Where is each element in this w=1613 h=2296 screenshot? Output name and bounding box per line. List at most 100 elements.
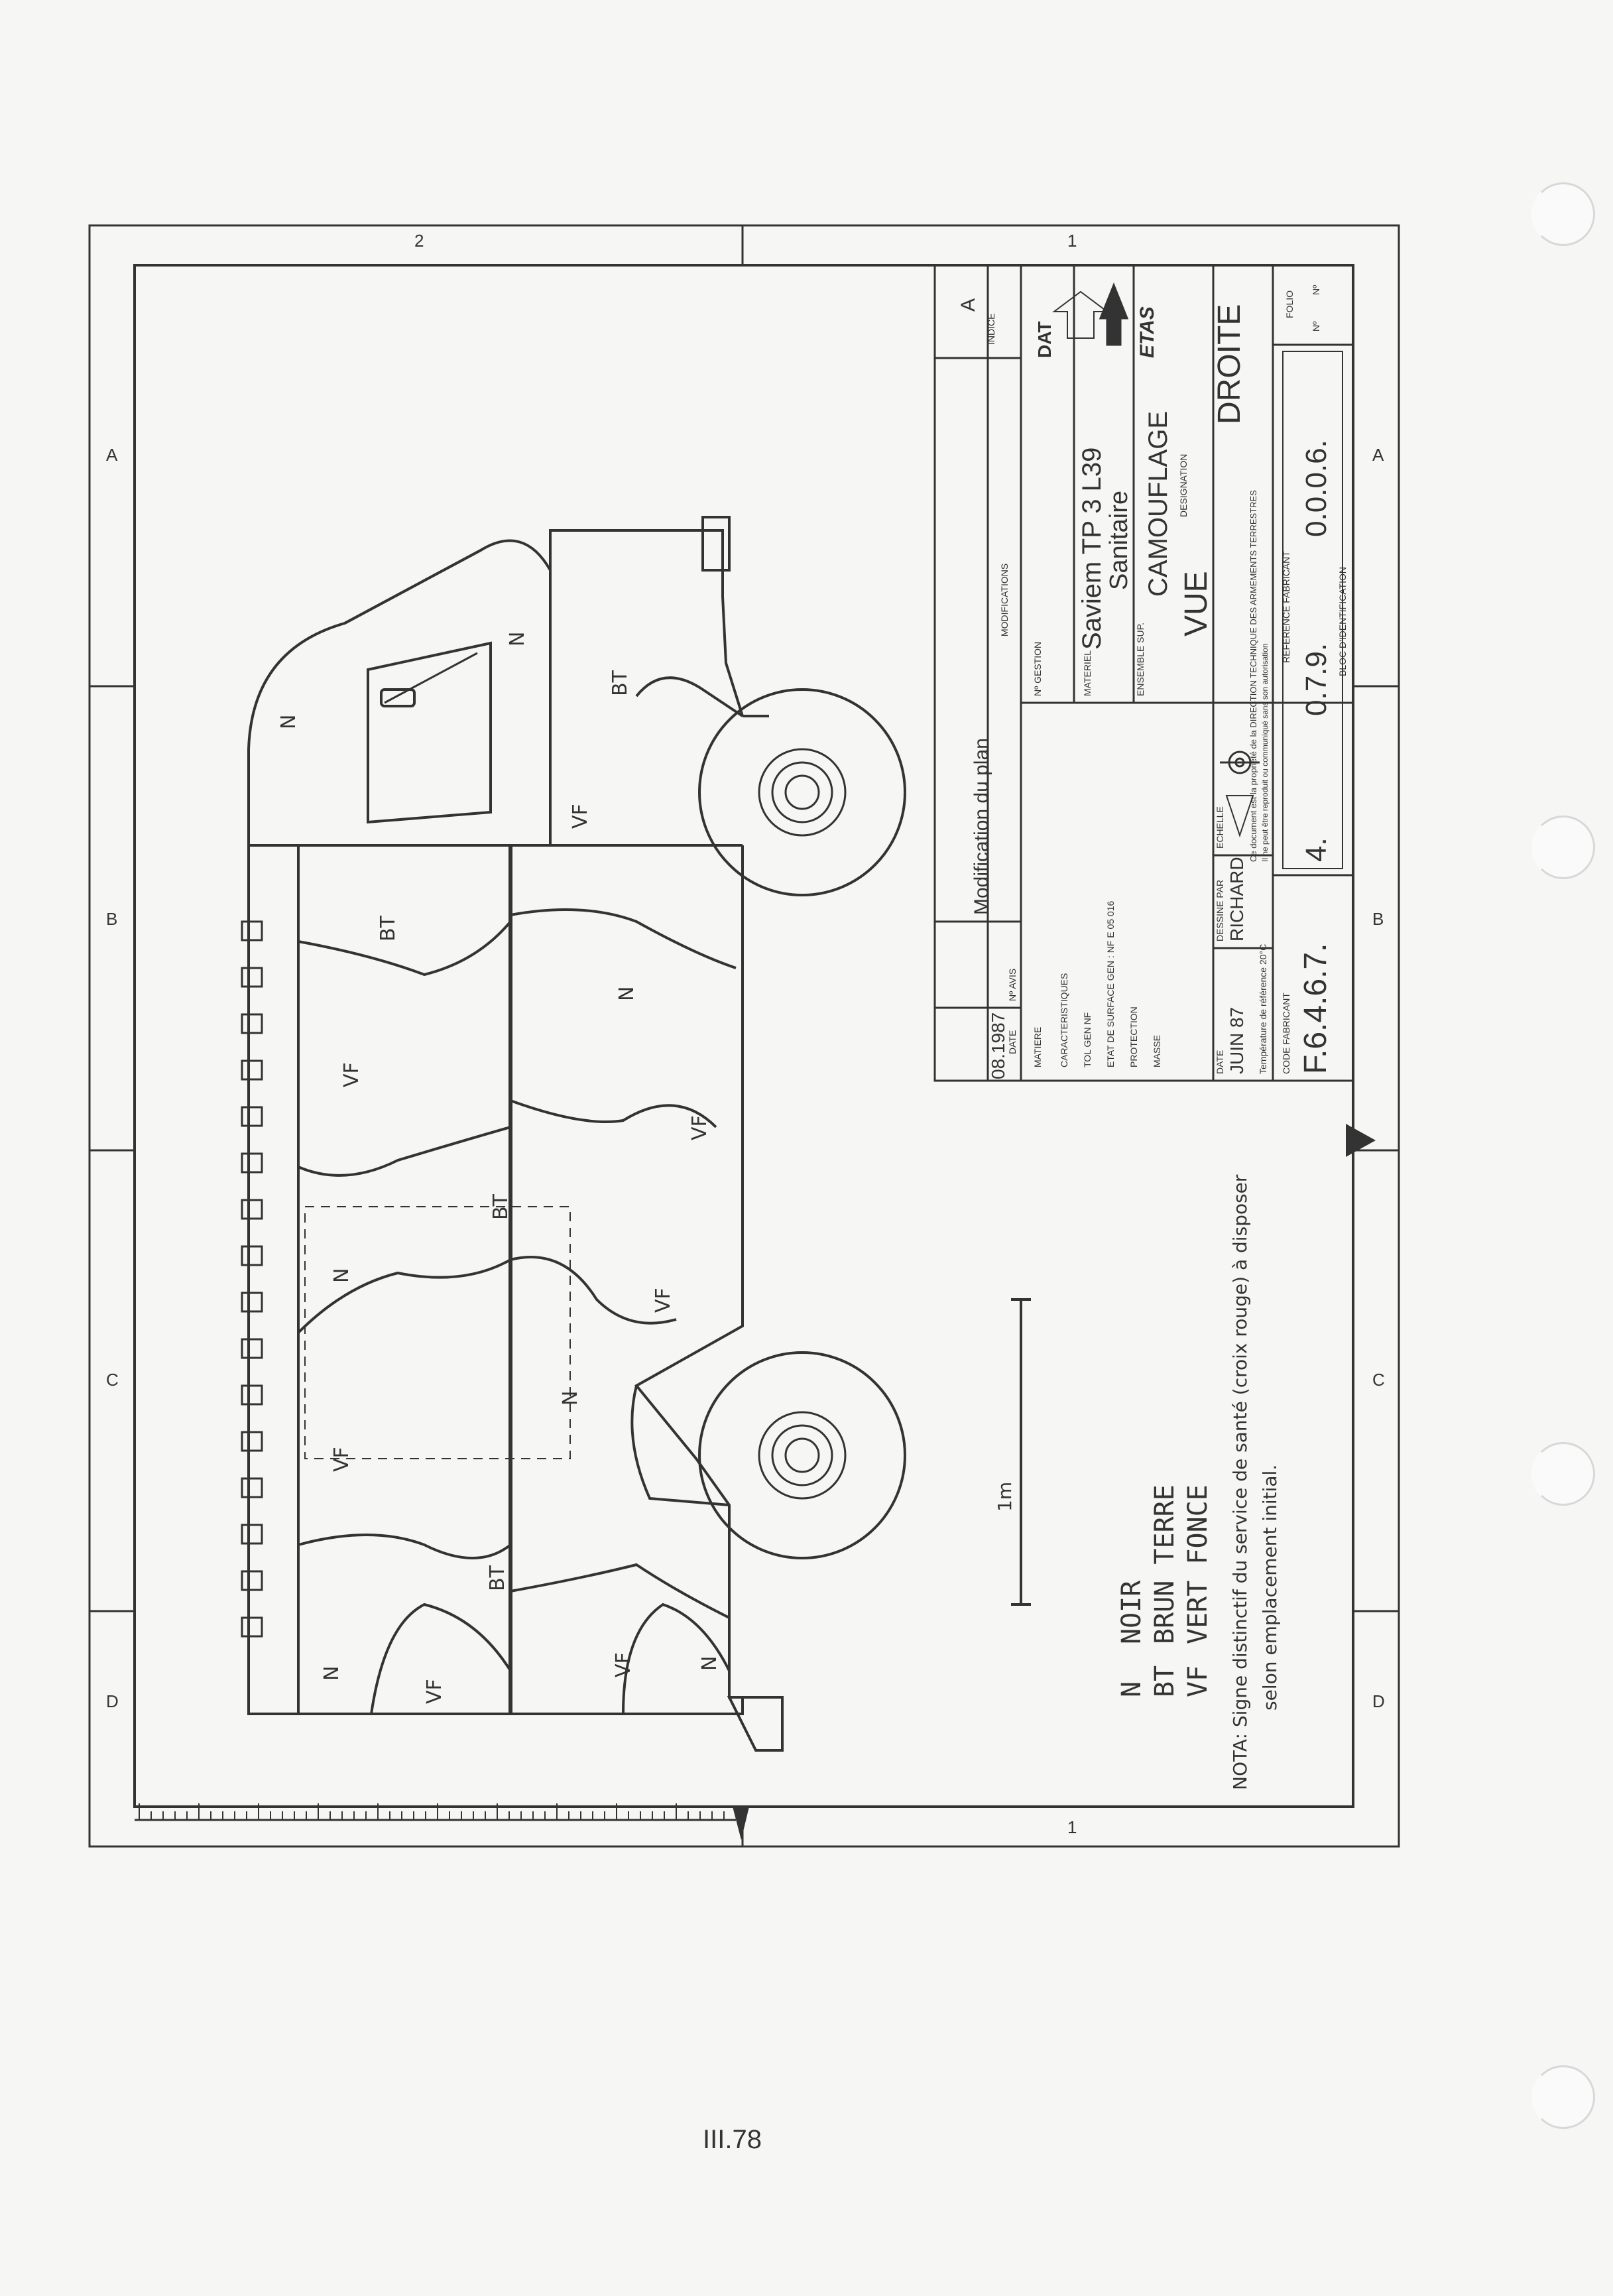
echelle-label: ECHELLE bbox=[1215, 806, 1225, 849]
zone-label-vf: VF bbox=[652, 1288, 675, 1313]
designation-value: VUE bbox=[1179, 571, 1214, 636]
roof-hook bbox=[241, 1245, 263, 1266]
folio-label: FOLIO bbox=[1284, 290, 1295, 318]
roof-hook bbox=[241, 1152, 263, 1174]
modification-text: Modification du plan bbox=[971, 738, 992, 915]
page-number: III.78 bbox=[703, 2125, 762, 2154]
zone-label-vf: VF bbox=[612, 1652, 635, 1677]
no-label: Nº bbox=[1311, 322, 1321, 332]
zone-label-n: N bbox=[698, 1656, 721, 1671]
zone-label-bt: BT bbox=[609, 670, 632, 696]
tol-gen: TOL GEN NF bbox=[1082, 1012, 1093, 1067]
binder-hole bbox=[1531, 182, 1595, 246]
reference-part: 0.7.9. bbox=[1300, 643, 1333, 716]
legend-code: N bbox=[1116, 1681, 1147, 1697]
caracteristiques-label: CARACTERISTIQUES bbox=[1059, 973, 1069, 1067]
binder-hole bbox=[1531, 816, 1595, 879]
roof-hook bbox=[241, 1199, 263, 1220]
code-fabricant: F.6.4.6.7. bbox=[1298, 943, 1333, 1074]
outer-frame bbox=[88, 224, 1400, 1848]
center-mark bbox=[733, 1807, 749, 1840]
roof-hook bbox=[241, 1059, 263, 1081]
legend-code: VF bbox=[1183, 1665, 1213, 1697]
roof-hook bbox=[241, 1616, 263, 1638]
roof-hook bbox=[241, 1106, 263, 1127]
zone-label-vf: VF bbox=[688, 1115, 711, 1140]
code-fabricant-label: CODE FABRICANT bbox=[1281, 993, 1291, 1074]
legend-code: BT bbox=[1150, 1665, 1180, 1697]
indice-value: A bbox=[957, 298, 979, 312]
protection-label: PROTECTION bbox=[1128, 1006, 1139, 1067]
reference-part: 4. bbox=[1300, 837, 1333, 862]
zone-label-n: N bbox=[559, 1391, 582, 1406]
dat-logo: DAT bbox=[1034, 322, 1055, 358]
property-note: Il ne peut être reproduit ou communiqué … bbox=[1260, 643, 1270, 862]
roof-hook bbox=[241, 1477, 263, 1498]
dessine-value: RICHARD bbox=[1226, 857, 1247, 941]
roof-hook bbox=[241, 1431, 263, 1452]
right-row-label: A bbox=[1372, 445, 1384, 465]
zone-label-vf: VF bbox=[340, 1062, 363, 1087]
zone-label-vf: VF bbox=[569, 804, 592, 829]
zone-label-n: N bbox=[330, 1268, 353, 1283]
gestion-label: Nº GESTION bbox=[1032, 642, 1043, 696]
zone-label-bt: BT bbox=[486, 1565, 509, 1591]
roof-hook bbox=[241, 1384, 263, 1406]
left-row-label: B bbox=[106, 909, 117, 929]
zone-label-n: N bbox=[615, 987, 638, 1001]
matiere-label: MATIERE bbox=[1032, 1027, 1043, 1067]
roof-hook bbox=[241, 920, 263, 941]
zone-label-n: N bbox=[277, 715, 300, 729]
zone-label-n: N bbox=[506, 632, 529, 646]
binder-hole bbox=[1531, 1442, 1595, 1506]
top-zone-label: 2 bbox=[414, 231, 424, 251]
masse-label: MASSE bbox=[1152, 1035, 1162, 1067]
modifications-label: MODIFICATIONS bbox=[999, 564, 1010, 636]
nota-text: selon emplacement initial. bbox=[1259, 1465, 1281, 1711]
right-row-label: B bbox=[1372, 909, 1384, 929]
bottom-ruler bbox=[135, 1803, 736, 1821]
property-note: Ce document est la propriété de la DIREC… bbox=[1248, 490, 1258, 862]
roof-hook bbox=[241, 1570, 263, 1591]
nota-text: NOTA: Signe distinctif du service de san… bbox=[1229, 1174, 1251, 1790]
title-block bbox=[933, 264, 1354, 1082]
zone-label-n: N bbox=[320, 1666, 343, 1681]
designation-label: DESIGNATION bbox=[1178, 454, 1189, 517]
bloc-label: BLOC D'IDENTIFICATION bbox=[1337, 567, 1348, 676]
right-row-label: C bbox=[1372, 1370, 1385, 1390]
dessine-label: DESSINE PAR bbox=[1215, 880, 1225, 941]
ambulance-outline bbox=[241, 516, 906, 1752]
no-label: Nº bbox=[1311, 285, 1321, 295]
reference-label: REFERENCE FABRICANT bbox=[1281, 551, 1291, 663]
ensemble-value: CAMOUFLAGE bbox=[1144, 411, 1173, 597]
zone-label-bt: BT bbox=[377, 915, 400, 941]
date-label: DATE bbox=[1007, 1030, 1018, 1054]
materiel-value2: Sanitaire bbox=[1105, 491, 1133, 590]
materiel-value: Saviem TP 3 L39 bbox=[1077, 448, 1106, 650]
right-row-label: D bbox=[1372, 1691, 1385, 1711]
avis-label: Nº AVIS bbox=[1007, 969, 1018, 1001]
zone-label-vf: VF bbox=[330, 1447, 353, 1472]
roof-hook bbox=[241, 1524, 263, 1545]
binder-hole bbox=[1531, 2065, 1595, 2129]
reference-part: 0.0.0.6. bbox=[1300, 440, 1333, 537]
roof-hook bbox=[241, 1013, 263, 1034]
scale-bar bbox=[1011, 1298, 1031, 1606]
materiel-label: MATERIEL bbox=[1082, 650, 1093, 696]
left-row-label: A bbox=[106, 445, 118, 465]
left-row-label: D bbox=[106, 1691, 119, 1711]
legend-name: NOIR bbox=[1116, 1580, 1147, 1644]
top-zone-label: 1 bbox=[1067, 231, 1077, 251]
indice-label: INDICE bbox=[986, 314, 996, 345]
scale-label: 1m bbox=[994, 1482, 1016, 1512]
temperature-note: Température de référence 20°C bbox=[1258, 944, 1268, 1074]
etat-surface: ETAT DE SURFACE GEN : NF E 05 016 bbox=[1105, 900, 1116, 1067]
etas-logo: ETAS bbox=[1136, 306, 1158, 358]
zone-label-bt: BT bbox=[489, 1193, 512, 1220]
designation-value: DROITE bbox=[1212, 304, 1247, 424]
revision-date: 08.1987 bbox=[988, 1012, 1008, 1079]
roof-hook bbox=[241, 1292, 263, 1313]
left-row-label: C bbox=[106, 1370, 119, 1390]
